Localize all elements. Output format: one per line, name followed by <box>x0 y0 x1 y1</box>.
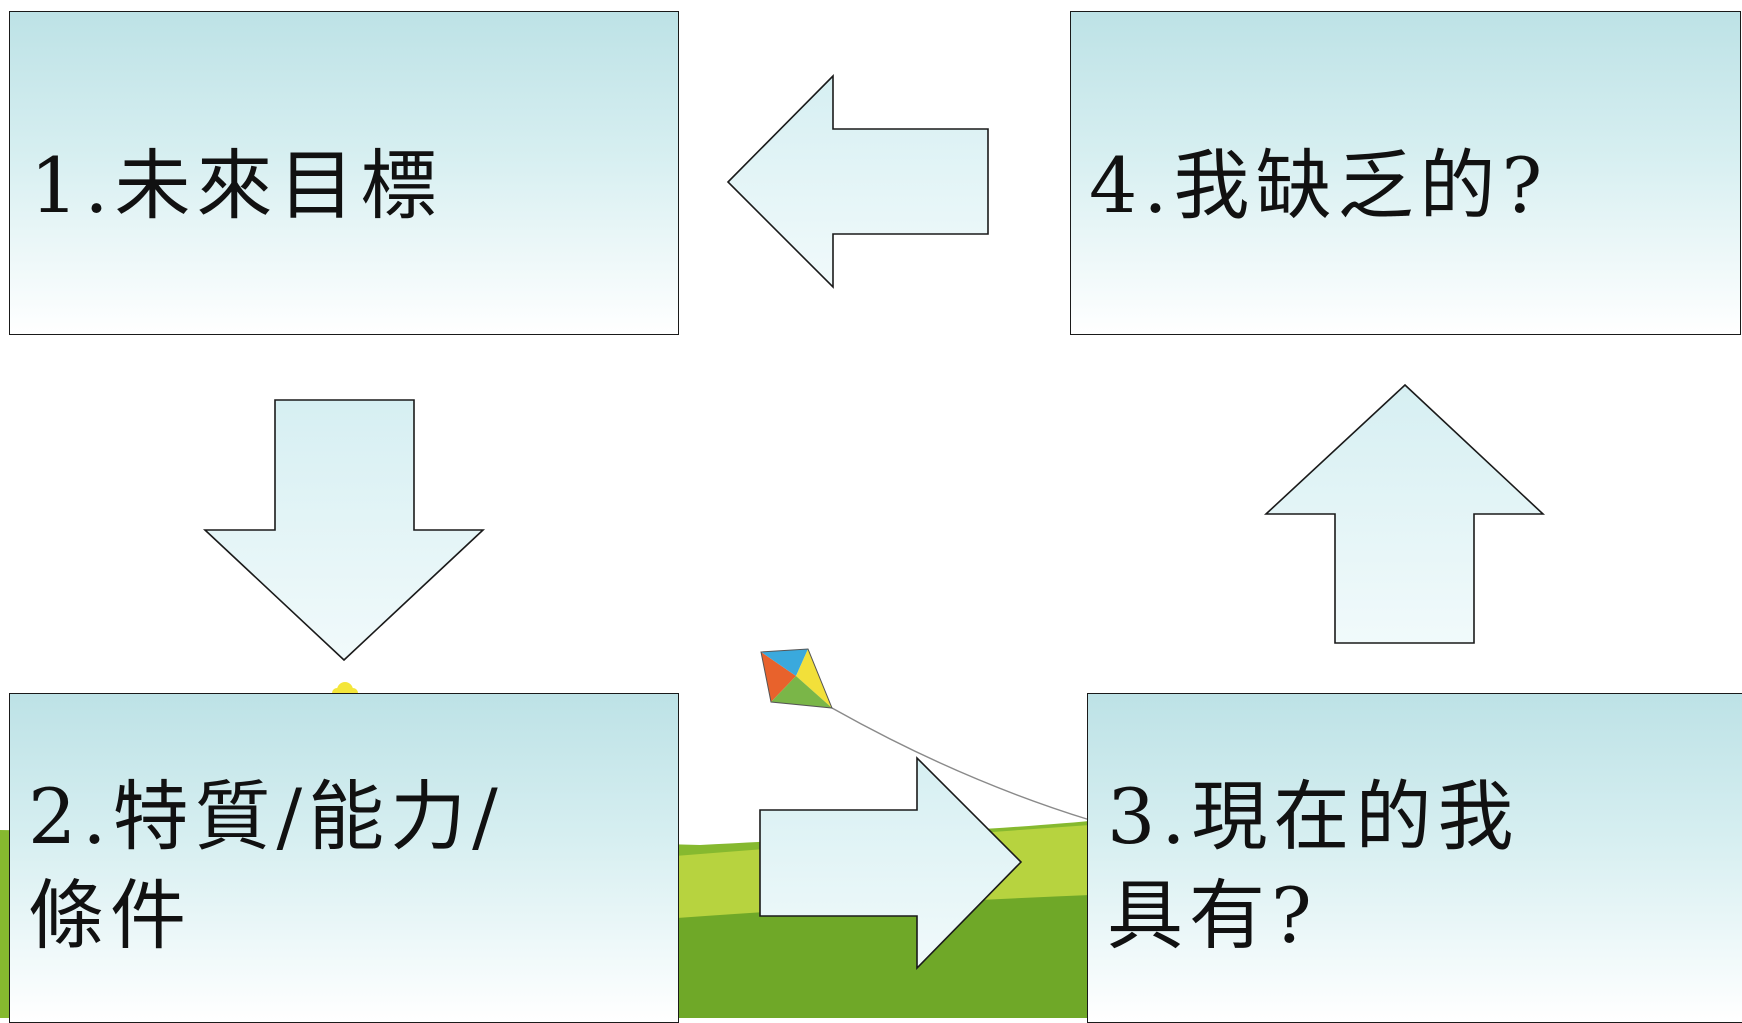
box-traits-abilities-line-1: 2.特質/能力/ <box>28 772 504 861</box>
box-current-self-label: 3.現在的我 具有? <box>1107 768 1520 966</box>
box-traits-abilities-line-2: 條件 <box>28 870 192 960</box>
arrow-box2-to-box3 <box>759 756 1023 970</box>
box-traits-abilities: 2.特質/能力/ 條件 <box>9 693 679 1023</box>
arrow-box4-to-box1 <box>726 74 989 289</box>
box-future-goal-label: 1.未來目標 <box>30 137 443 236</box>
arrow-box1-to-box2 <box>202 399 486 662</box>
box-current-self-line-1: 3.現在的我 <box>1107 772 1520 861</box>
box-what-i-lack-label: 4.我缺乏的? <box>1089 137 1548 236</box>
kite-icon <box>760 648 833 709</box>
arrow-box3-to-box4 <box>1263 383 1546 644</box>
box-current-self: 3.現在的我 具有? <box>1087 693 1742 1023</box>
box-future-goal-line-1: 1.未來目標 <box>30 141 443 230</box>
box-traits-abilities-label: 2.特質/能力/ 條件 <box>28 768 504 966</box>
box-what-i-lack: 4.我缺乏的? <box>1070 11 1741 335</box>
box-what-i-lack-line-1: 4.我缺乏的? <box>1089 141 1549 230</box>
box-current-self-line-2: 具有? <box>1107 870 1318 960</box>
kite-string <box>831 707 1091 821</box>
box-future-goal: 1.未來目標 <box>9 11 679 335</box>
